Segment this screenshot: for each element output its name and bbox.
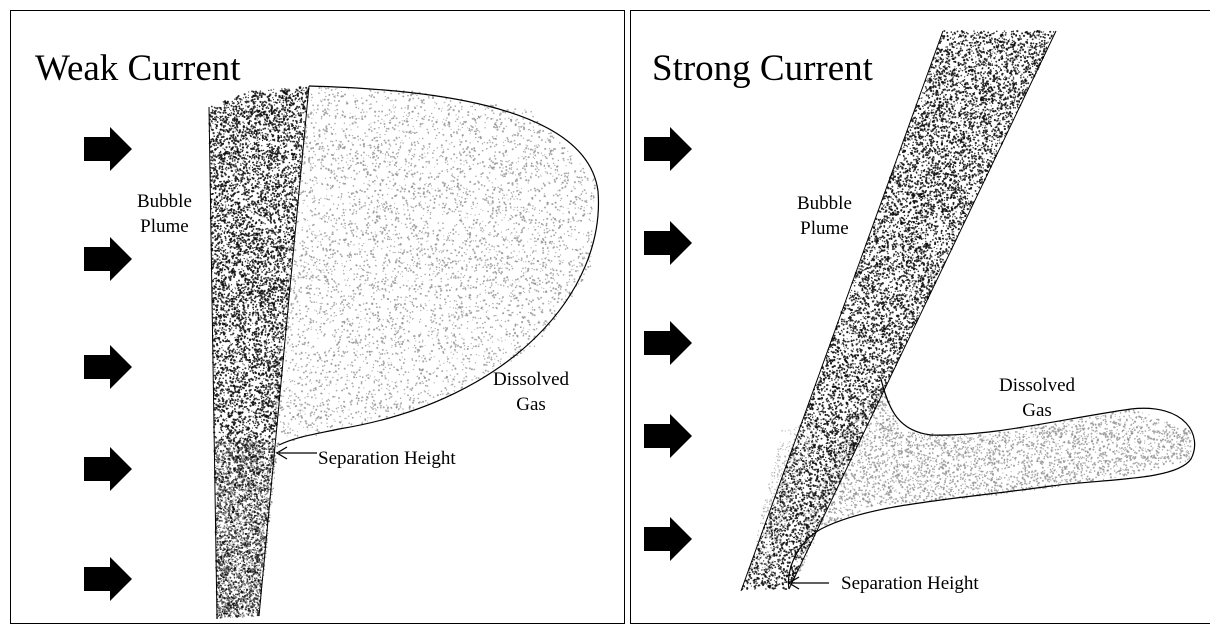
bubble-plume-label-line2: Plume [137, 214, 192, 239]
separation-height-label: Separation Height [841, 573, 979, 595]
current-arrow-icon [84, 447, 132, 491]
dissolved-gas-label: Dissolved Gas [999, 373, 1075, 423]
current-arrow-icon [84, 345, 132, 389]
panel-title: Strong Current [652, 47, 873, 90]
dissolved-gas-label-line1: Dissolved [999, 373, 1075, 398]
current-arrow-icon [644, 221, 692, 265]
current-arrows [644, 127, 692, 561]
dissolved-gas-label-line2: Gas [999, 398, 1075, 423]
separation-arrow [789, 577, 829, 589]
bubble-plume-label: Bubble Plume [137, 189, 192, 239]
separation-arrow [277, 447, 317, 459]
weak-current-drawing [11, 11, 624, 623]
current-arrow-icon [644, 414, 692, 458]
current-arrows [84, 127, 132, 601]
current-arrow-icon [644, 517, 692, 561]
bubble-plume-label: Bubble Plume [797, 191, 852, 241]
current-arrow-icon [644, 321, 692, 365]
current-arrow-icon [644, 127, 692, 171]
panel-title: Weak Current [35, 47, 241, 90]
current-arrow-icon [84, 127, 132, 171]
current-arrow-icon [84, 557, 132, 601]
bubble-plume-label-line1: Bubble [137, 189, 192, 214]
bubble-plume-label-line2: Plume [797, 216, 852, 241]
dissolved-gas-label: Dissolved Gas [493, 367, 569, 417]
bubble-plume [208, 86, 309, 619]
separation-height-label: Separation Height [318, 448, 456, 470]
dissolved-gas-label-line2: Gas [493, 392, 569, 417]
bubble-plume-label-line1: Bubble [797, 191, 852, 216]
strong-current-panel: Strong Current Bubble Plume Dissolved Ga… [630, 10, 1210, 624]
dissolved-gas-label-line1: Dissolved [493, 367, 569, 392]
weak-current-panel: Weak Current Bubble Plume Dissolved Gas … [10, 10, 625, 624]
current-arrow-icon [84, 237, 132, 281]
strong-current-drawing [631, 11, 1210, 623]
